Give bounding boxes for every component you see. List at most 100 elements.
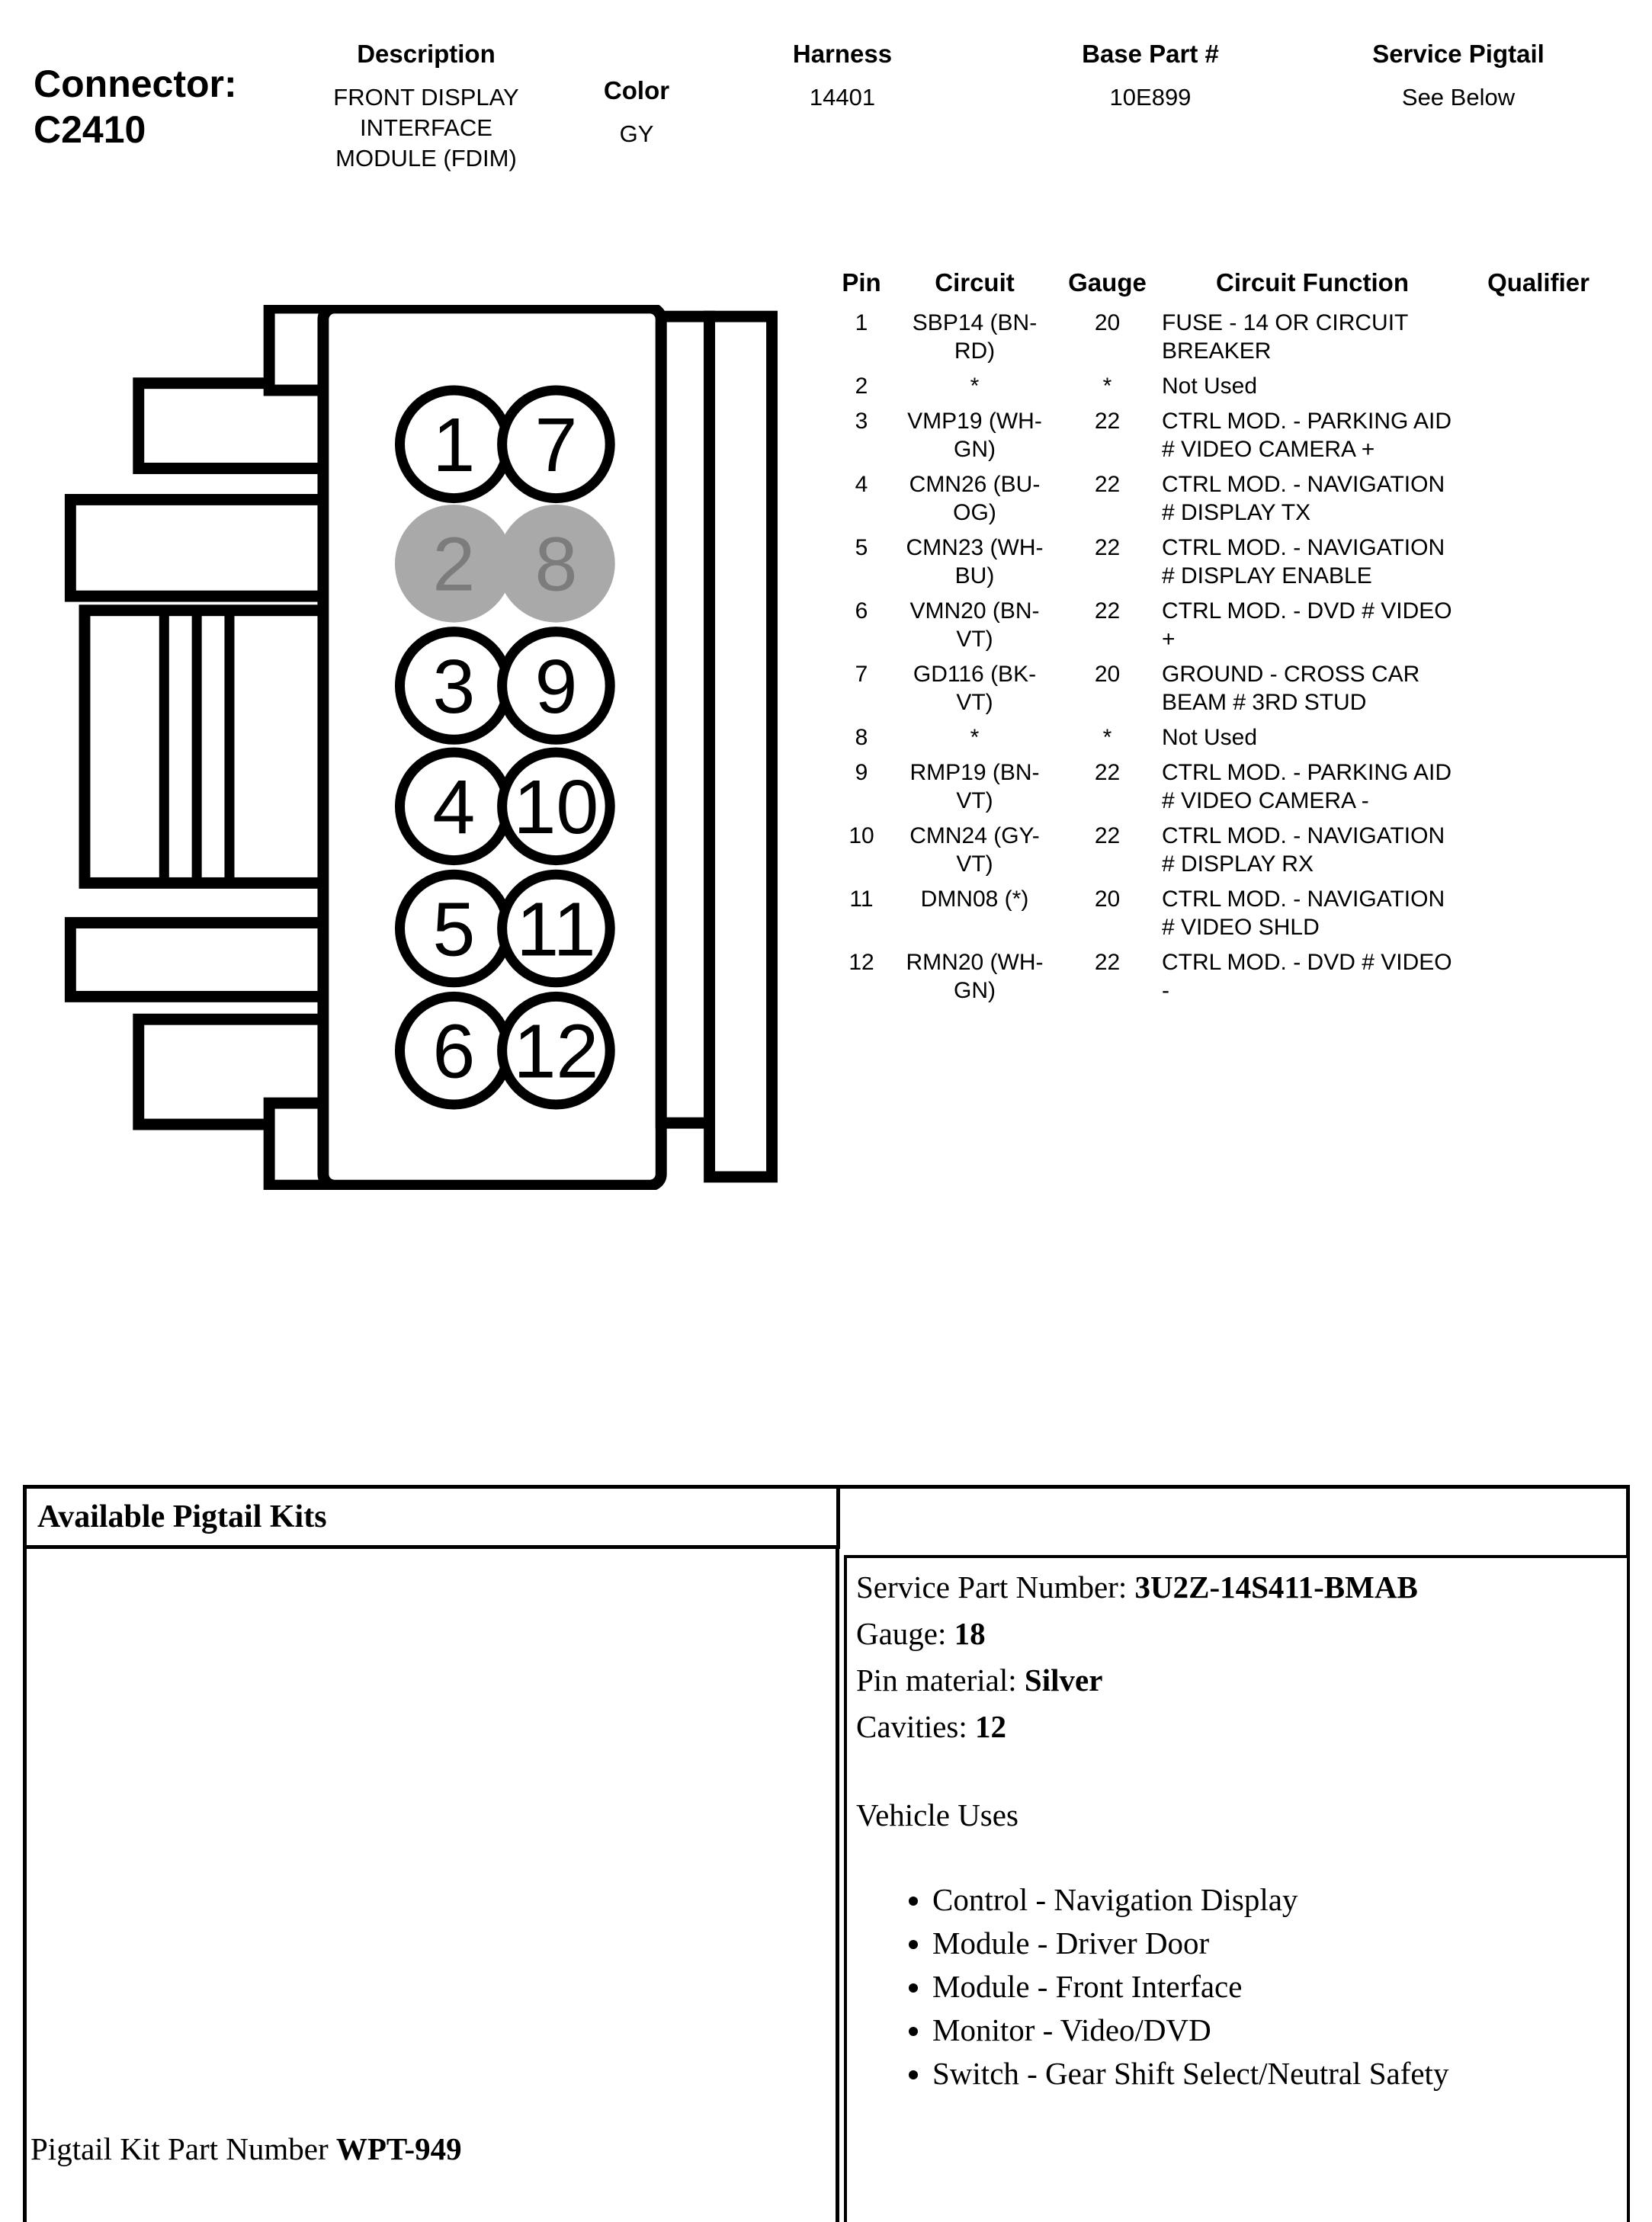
pin-12: 12 (497, 991, 615, 1110)
function-cell: CTRL MOD. - NAVIGATION # DISPLAY TX (1162, 472, 1445, 525)
col-header-circuit: Circuit (935, 268, 1015, 297)
pin-table-row: 7 GD116 (BK-VT) 20 GROUND - CROSS CAR BE… (837, 660, 1603, 717)
pin-table-row: 10 CMN24 (GY-VT) 22 CTRL MOD. - NAVIGATI… (837, 822, 1603, 878)
service-pigtail-value: See Below (1401, 84, 1516, 111)
pin-7-circle (497, 385, 615, 504)
pin-table-header: Pin Circuit Gauge Circuit Function Quali… (837, 268, 1603, 297)
gauge-spec-label: Gauge: (856, 1616, 947, 1651)
cavities-value: 12 (975, 1709, 1007, 1744)
function-cell: CTRL MOD. - DVD # VIDEO + (1162, 598, 1452, 652)
description-label: Description (357, 40, 496, 68)
pin-table-row: 6 VMN20 (BN-VT) 22 CTRL MOD. - DVD # VID… (837, 597, 1603, 653)
connector-label: Connector: (34, 63, 237, 105)
pin-cell: 5 (855, 535, 868, 560)
pin-9-label: 9 (534, 644, 577, 729)
pin-material-value: Silver (1024, 1662, 1103, 1698)
connector-drawing: 1 2 3 4 5 6 7 8 (64, 305, 778, 1190)
pin-cell: 11 (849, 887, 874, 912)
pin-table-row: 1 SBP14 (BN-RD) 20 FUSE - 14 OR CIRCUIT … (837, 309, 1603, 365)
pin-table-row: 3 VMP19 (WH-GN) 22 CTRL MOD. - PARKING A… (837, 407, 1603, 463)
mounting-tab-upper (64, 494, 343, 602)
vehicle-uses-title: Vehicle Uses (856, 1797, 1018, 1832)
gauge-cell: 22 (1094, 409, 1121, 434)
pin-3: 3 (394, 627, 513, 745)
pin-table-row: 2 * * Not Used (837, 372, 1603, 400)
latch-block (79, 604, 343, 889)
gauge-cell: 22 (1094, 598, 1121, 624)
vehicle-uses-list: Control - Navigation Display Module - Dr… (856, 1878, 1618, 2095)
pin-11: 11 (497, 869, 615, 988)
pin-8-circle (497, 504, 615, 623)
pin-4-label: 4 (432, 765, 475, 850)
service-pigtail-label: Service Pigtail (1372, 40, 1545, 68)
circuit-cell: DMN08 (*) (920, 887, 1029, 912)
pin-10: 10 (497, 747, 615, 866)
pin-5-label: 5 (432, 887, 475, 972)
function-cell: Not Used (1162, 725, 1258, 750)
connector-id: C2410 (34, 108, 146, 151)
vehicle-use-item: Monitor - Video/DVD (932, 2009, 1618, 2052)
mounting-tab-lower (64, 917, 343, 1002)
circuit-cell: * (970, 374, 980, 399)
col-header-gauge: Gauge (1068, 268, 1147, 297)
pigtail-kits-title: Available Pigtail Kits (37, 1499, 327, 1534)
pin-cell: 2 (855, 374, 868, 399)
pin-material-label: Pin material: (856, 1662, 1017, 1698)
pin-12-label: 12 (513, 1009, 598, 1095)
description-value: FRONT DISPLAY INTERFACE MODULE (FDIM) (333, 84, 519, 172)
pin-cell: 4 (855, 472, 868, 497)
pin-9: 9 (497, 627, 615, 745)
col-header-qualifier: Qualifier (1487, 268, 1589, 297)
base-part-label: Base Part # (1082, 40, 1219, 68)
function-cell: FUSE - 14 OR CIRCUIT BREAKER (1162, 310, 1408, 364)
cavities-line: Cavities: 12 (856, 1704, 1618, 1750)
pin-7: 7 (497, 385, 615, 504)
pin-material-line: Pin material: Silver (856, 1657, 1618, 1704)
pigtail-kit-part-number-line: Pigtail Kit Part Number WPT-949 (30, 2131, 462, 2167)
right-rail-outer (704, 310, 778, 1183)
pin-cell: 7 (855, 662, 868, 687)
function-cell: CTRL MOD. - NAVIGATION # VIDEO SHLD (1162, 887, 1445, 940)
pin-10-circle (497, 747, 615, 866)
vehicle-use-item: Module - Driver Door (932, 1922, 1618, 1965)
service-part-number-line: Service Part Number: 3U2Z-14S411-BMAB (856, 1564, 1618, 1611)
pigtail-kit-part-number-label: Pigtail Kit Part Number (30, 2131, 329, 2166)
pin-1: 1 (394, 385, 513, 504)
function-cell: Not Used (1162, 374, 1258, 399)
circuit-cell: RMN20 (WH-GN) (906, 950, 1044, 1003)
vehicle-use-item: Control - Navigation Display (932, 1878, 1618, 1922)
circuit-cell: SBP14 (BN-RD) (912, 310, 1038, 364)
pigtail-kit-part-number-value: WPT-949 (335, 2131, 462, 2166)
gauge-cell: * (1102, 374, 1112, 399)
harness-value: 14401 (809, 84, 876, 111)
vehicle-use-item: Module - Front Interface (932, 1965, 1618, 2009)
gauge-cell: 22 (1094, 823, 1121, 848)
gauge-line: Gauge: 18 (856, 1611, 1618, 1657)
pin-7-label: 7 (534, 402, 577, 488)
pin-2: 2 (394, 504, 513, 623)
pin-12-circle (497, 991, 615, 1110)
header-col-description: Description FRONT DISPLAY INTERFACE MODU… (316, 40, 537, 174)
pin-cell: 10 (848, 823, 874, 848)
header-col-service-pigtail: Service Pigtail See Below (1336, 40, 1580, 113)
service-part-number-value: 3U2Z-14S411-BMAB (1134, 1570, 1418, 1605)
circuit-cell: CMN23 (WH-BU) (906, 535, 1044, 588)
base-part-value: 10E899 (1109, 84, 1192, 111)
pigtail-section-divider (836, 1549, 839, 2222)
pin-table-row: 12 RMN20 (WH-GN) 22 CTRL MOD. - DVD # VI… (837, 948, 1603, 1005)
function-cell: GROUND - CROSS CAR BEAM # 3RD STUD (1162, 662, 1420, 715)
pin-9-circle (497, 627, 615, 745)
color-label: Color (603, 76, 670, 104)
pin-table-row: 8 * * Not Used (837, 723, 1603, 752)
header-col-harness: Harness 14401 (759, 40, 926, 113)
function-cell: CTRL MOD. - PARKING AID # VIDEO CAMERA + (1162, 409, 1452, 462)
gauge-cell: 22 (1094, 535, 1121, 560)
pin-cell: 1 (855, 310, 868, 335)
function-cell: CTRL MOD. - NAVIGATION # DISPLAY RX (1162, 823, 1445, 877)
pin-6-label: 6 (432, 1009, 475, 1095)
pin-2-label: 2 (432, 522, 475, 608)
circuit-cell: CMN24 (GY-VT) (909, 823, 1040, 877)
circuit-cell: GD116 (BK-VT) (913, 662, 1037, 715)
pin-1-label: 1 (432, 402, 475, 488)
